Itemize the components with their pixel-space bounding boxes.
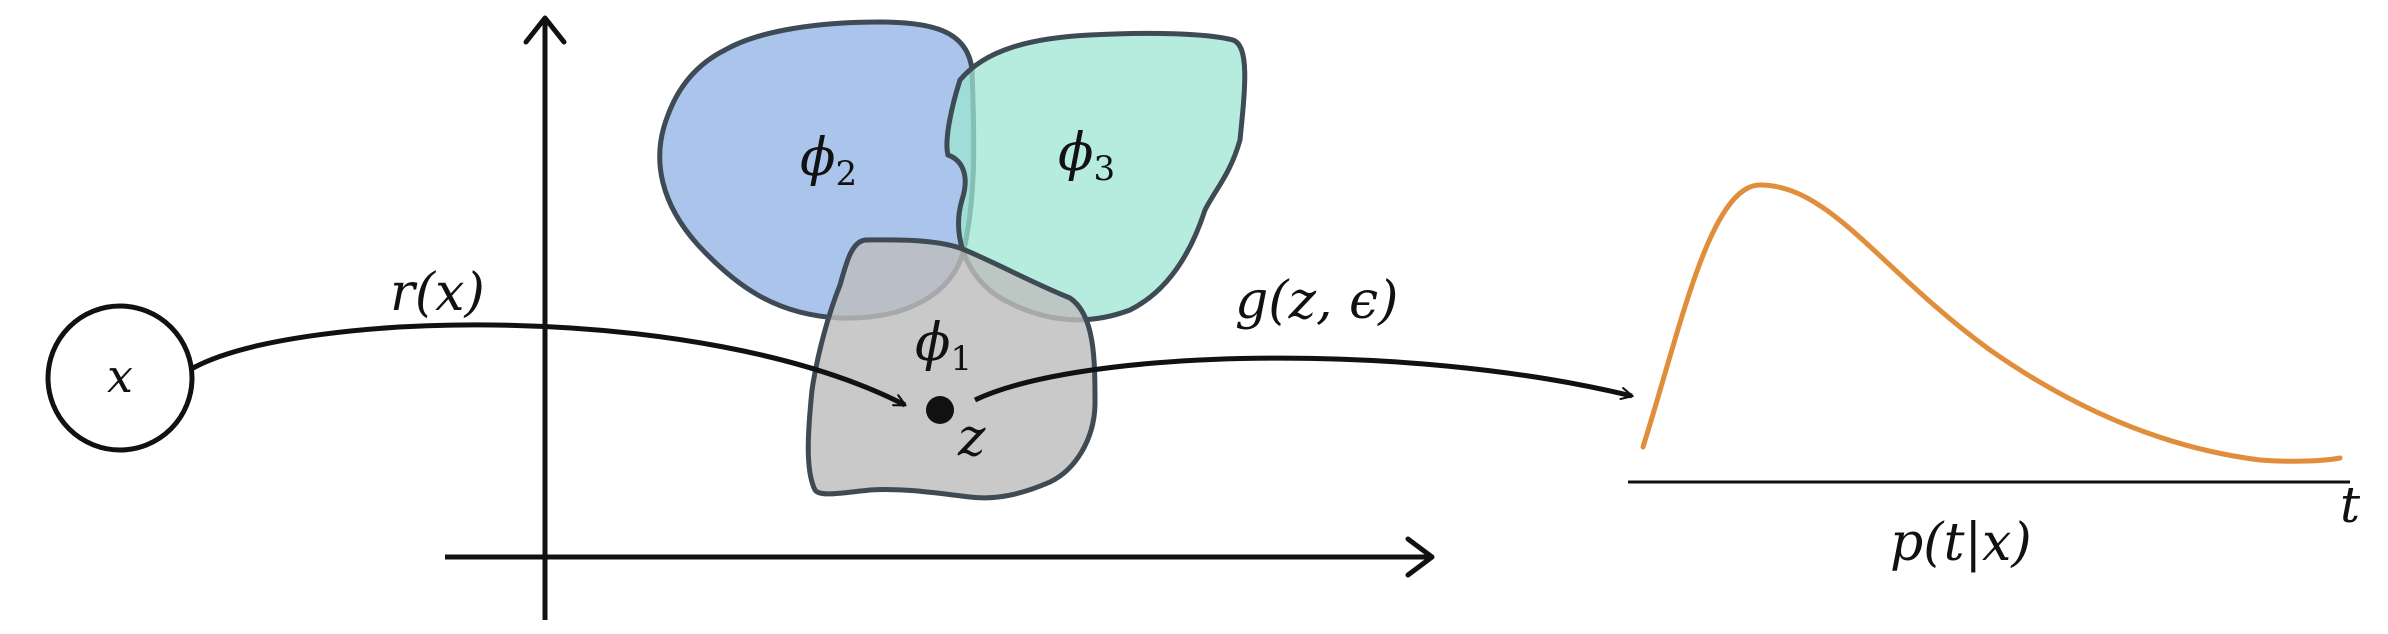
encoder-arrow <box>191 322 907 408</box>
phi3-label: ϕ3 <box>1058 123 1115 189</box>
latent-y-axis-arrowhead <box>523 15 567 45</box>
phi1-label: ϕ1 <box>915 313 972 379</box>
latent-point-dot <box>926 396 954 424</box>
density-caption: p(t|x) <box>1890 513 2032 573</box>
decoder-arrow-label: g(z, ϵ) <box>1235 271 1398 331</box>
latent-x-axis-arrowhead <box>1405 536 1435 578</box>
regions <box>657 19 1248 501</box>
encoder-arrow-label: r(x) <box>390 263 485 323</box>
phi2-symbol: ϕ <box>800 128 835 188</box>
density-curve <box>1640 182 2343 464</box>
input-node-circle <box>45 303 195 453</box>
phi3-subscript: 3 <box>1093 149 1115 189</box>
latent-point-label: z <box>957 408 986 468</box>
input-node: x <box>45 303 195 453</box>
phi2-label: ϕ2 <box>800 128 857 194</box>
density-x-axis-label: t <box>2340 476 2361 534</box>
input-node-label: x <box>107 349 133 403</box>
phi2-subscript: 2 <box>835 154 857 194</box>
phi1-subscript: 1 <box>950 339 972 379</box>
region-phi3 <box>944 30 1248 323</box>
density-plot: t p(t|x) <box>1628 182 2361 573</box>
decoder-arrow <box>973 355 1634 403</box>
latent-axes <box>445 15 1435 620</box>
phi3-symbol: ϕ <box>1058 123 1093 183</box>
phi1-symbol: ϕ <box>915 313 950 373</box>
